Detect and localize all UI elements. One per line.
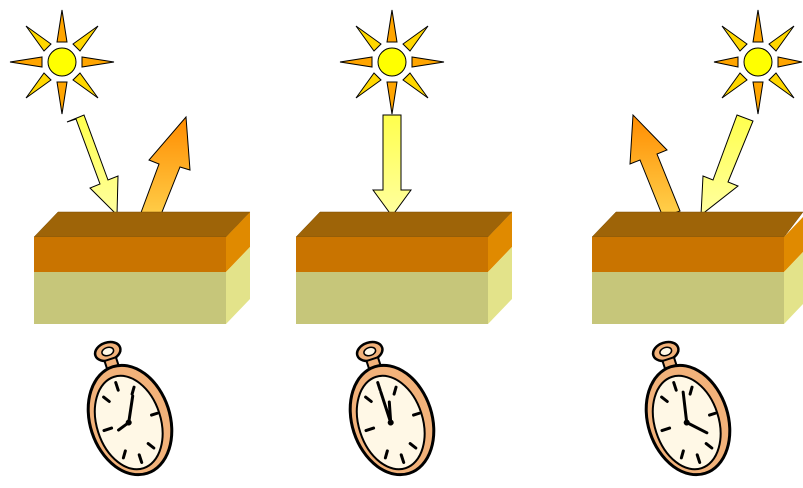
- panel-left: [10, 10, 250, 486]
- pocket-watch-icon: [625, 331, 743, 486]
- sun-icon: [340, 10, 444, 114]
- reflected-light-arrow: [139, 117, 190, 222]
- sun-icon: [714, 10, 802, 114]
- sun-icon: [10, 10, 114, 114]
- pocket-watch-icon: [67, 331, 185, 486]
- panel-middle: [296, 10, 512, 486]
- incoming-light-arrow: [67, 115, 118, 215]
- ground-block-icon: [34, 212, 250, 324]
- ground-block-icon: [592, 212, 803, 324]
- incoming-light-arrow: [701, 115, 753, 215]
- pocket-watch-icon: [329, 331, 447, 486]
- panel-right: [592, 10, 803, 486]
- ground-block-icon: [296, 212, 512, 324]
- incoming-light-arrow: [373, 115, 411, 216]
- reflected-light-arrow: [630, 115, 680, 217]
